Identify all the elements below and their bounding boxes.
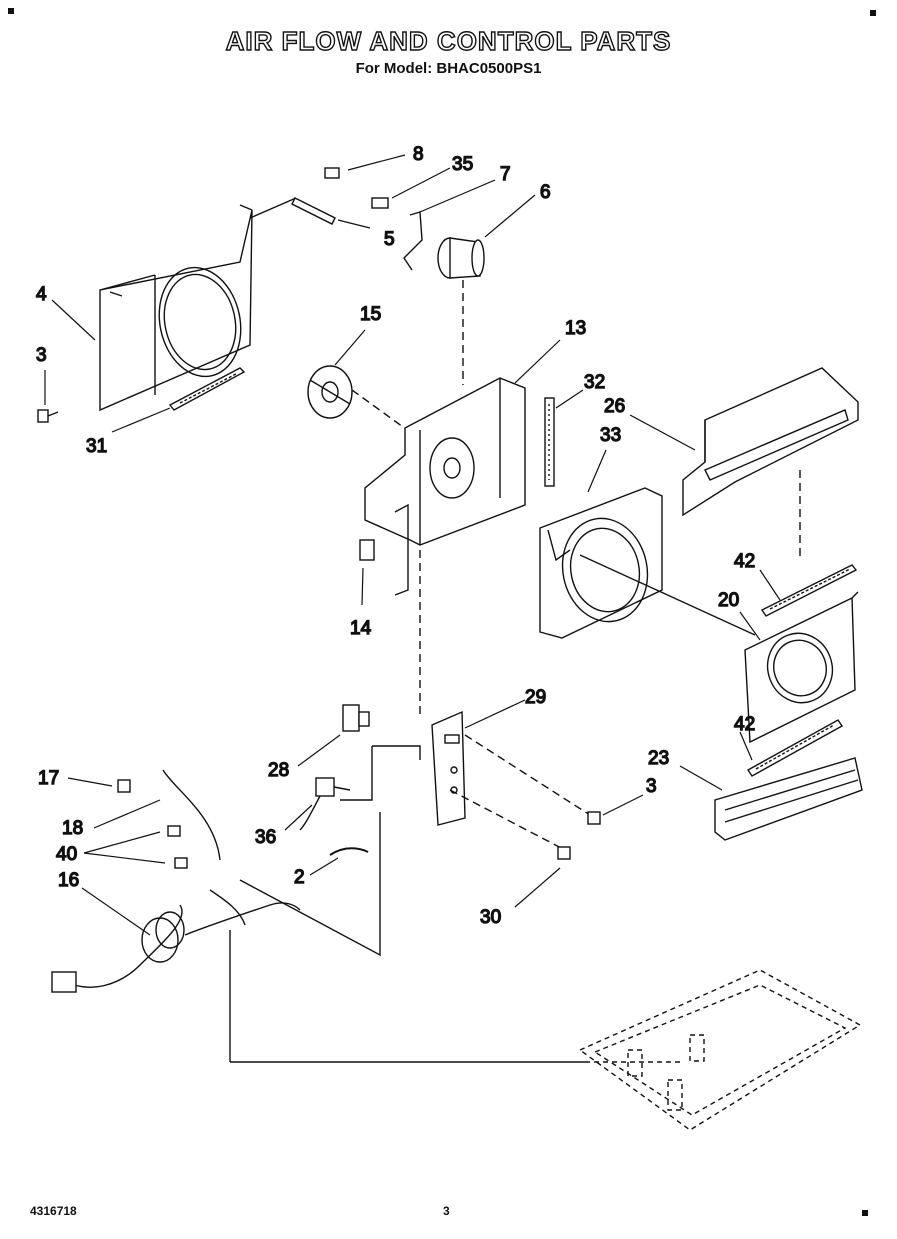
leader-lines: [44, 154, 781, 936]
part-gasket-upper: [760, 564, 858, 617]
corner-mark-bottom-right: [862, 1210, 868, 1216]
part-top-duct: [682, 367, 859, 560]
callout-14: 14: [350, 618, 372, 639]
corner-mark-top-right: [870, 10, 876, 16]
page-title: AIR FLOW AND CONTROL PARTS: [225, 25, 672, 56]
callout-2: 2: [294, 867, 305, 888]
part-screw-right: [557, 811, 601, 860]
part-front-panel: [99, 204, 253, 412]
part-fan-blade: [307, 365, 411, 433]
callout-42: 42: [734, 714, 755, 735]
part-capacitor: [371, 197, 485, 385]
callout-7: 7: [500, 164, 511, 185]
callout-3: 3: [36, 345, 47, 366]
callout-29: 29: [525, 687, 546, 708]
callout-18: 18: [62, 818, 83, 839]
page-subtitle: For Model: BHAC0500PS1: [355, 60, 542, 77]
callout-23: 23: [648, 748, 669, 769]
part-power-cord: [51, 769, 585, 1063]
callout-labels: 8 35 7 6 5 4 3 31 15 13 32 26 33 14 42 2…: [35, 143, 756, 928]
callout-28: 28: [268, 760, 289, 781]
part-thermostat: [299, 777, 351, 831]
page-number: 3: [443, 1204, 450, 1218]
part-seal-strip: [544, 397, 555, 487]
part-gasket-lower: [746, 719, 844, 777]
callout-35: 35: [452, 154, 473, 175]
callout-13: 13: [565, 318, 586, 339]
part-selector-switch: [340, 704, 421, 801]
part-base-rail: [714, 757, 863, 841]
part-control-bracket: [431, 710, 591, 851]
callout-33: 33: [600, 425, 621, 446]
callout-16: 16: [58, 870, 79, 891]
part-screw-left: [37, 409, 59, 423]
callout-5: 5: [384, 229, 395, 250]
callout-4: 4: [36, 284, 47, 305]
part-bracket-top: [249, 167, 340, 225]
part-filter-strip: [168, 367, 246, 411]
part-shroud: [539, 487, 756, 639]
callout-6: 6: [540, 182, 551, 203]
document-part-number: 4316718: [30, 1204, 77, 1218]
callout-26: 26: [604, 396, 625, 417]
part-bulkhead: [359, 377, 526, 715]
part-base-pan-reference: [578, 969, 862, 1131]
callout-3: 3: [646, 776, 657, 797]
callout-17: 17: [38, 768, 59, 789]
callout-32: 32: [584, 372, 605, 393]
part-condenser-panel: [744, 591, 859, 744]
corner-mark-top-left: [8, 8, 14, 14]
callout-8: 8: [413, 144, 424, 165]
callout-30: 30: [480, 907, 501, 928]
callout-20: 20: [718, 590, 739, 611]
callout-31: 31: [86, 436, 107, 457]
callout-42: 42: [734, 551, 755, 572]
callout-40: 40: [56, 844, 77, 865]
part-wire: [329, 847, 369, 856]
callout-15: 15: [360, 304, 381, 325]
callout-36: 36: [255, 827, 276, 848]
